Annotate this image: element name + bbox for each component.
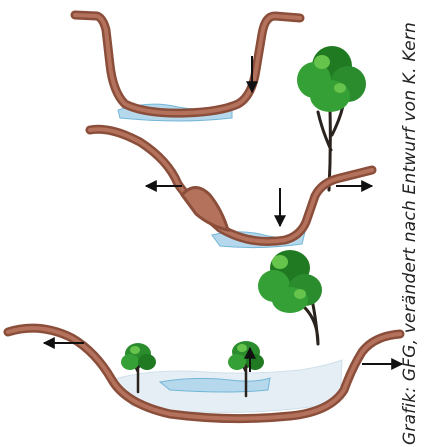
stage-3-widened-channel — [8, 328, 402, 418]
stage-2-slump-deposit — [182, 188, 228, 231]
stage-1-narrow-channel — [75, 15, 300, 121]
tree-icon — [297, 46, 366, 190]
image-credit: Grafik: GFG, verändert nach Entwurf von … — [385, 5, 435, 445]
tree-icon — [258, 250, 322, 344]
